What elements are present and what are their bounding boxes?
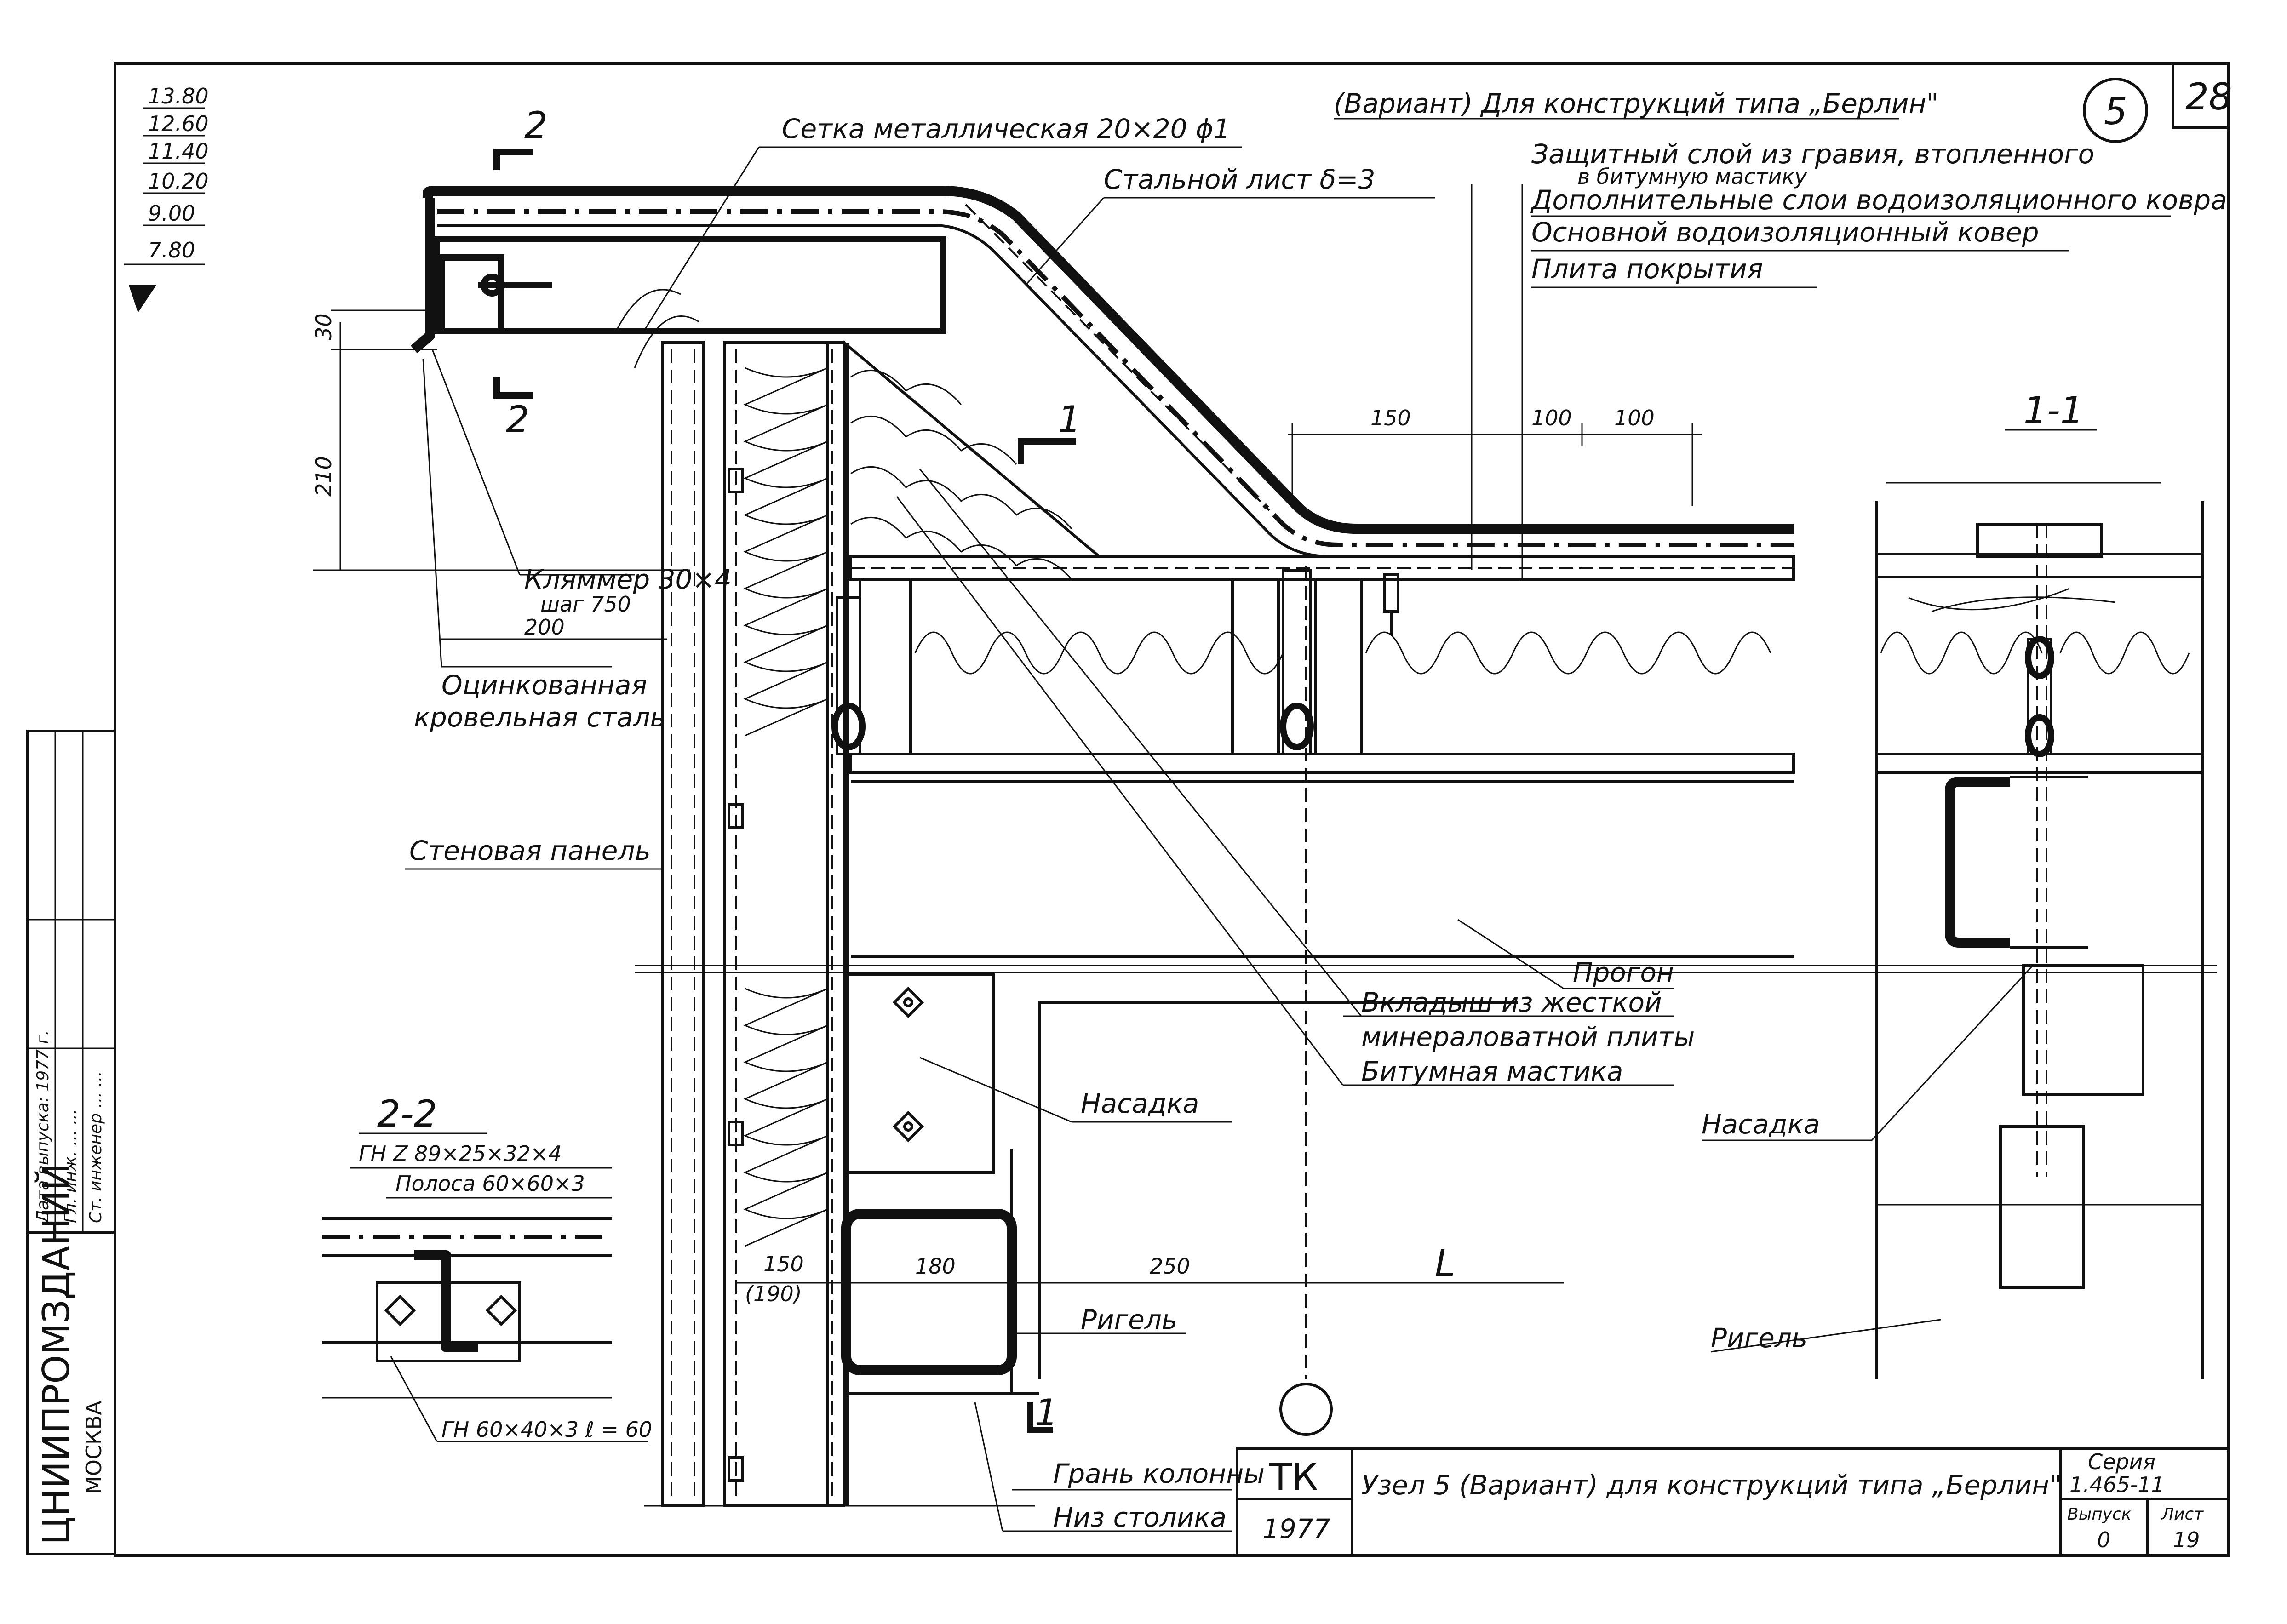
label-insert-2: минераловатной плиты [1361,1021,1695,1052]
label-steel-sheet: Стальной лист δ=3 [1104,164,1375,195]
dim-30: 30 [311,313,336,340]
label-cap-main: Насадка [1081,1088,1199,1119]
title-block: ТК 1977 Узел 5 (Вариант) для конструкций… [1236,1447,2230,1557]
dim-100-a: 100 [1531,406,1572,430]
section-1-mark-bottom: 1 [1027,1391,1058,1434]
stamp-row-2: Ст. инженер ... ... [86,1071,105,1223]
elevation-6: 7.80 [148,238,195,263]
label-gn-z: ГН Z 89×25×32×4 [359,1141,562,1166]
label-gn-60: ГН 60×40×3 ℓ = 60 [441,1417,652,1442]
dim-200: 200 [524,615,565,640]
tb-issue-label: Выпуск [2067,1505,2132,1524]
label-wall-panel: Стеновая панель [409,835,651,866]
section-2-bottom-label: 2 [506,398,529,441]
label-clamp: Кляммер 30×4 [524,564,732,595]
elevation-triangle-icon [129,285,156,313]
tb-sheet: 19 [2173,1527,2200,1552]
dim-150-top: 150 [1370,406,1411,430]
section-1-1-seal [2025,636,2054,757]
node-number-marker: 5 [2083,78,2148,143]
tb-issue: 0 [2097,1527,2110,1552]
bolt-icon [478,274,552,297]
elevation-1: 13.80 [148,84,209,109]
label-galvanized-1: Оцинкованная [441,669,647,701]
dim-180: 180 [915,1254,956,1279]
girder-rhs [841,1209,1017,1375]
dim-100-b: 100 [1614,406,1655,430]
section-2-2-title: 2-2 [377,1092,437,1135]
section-1-1: 1-1 Насадка Ригель [1702,389,2204,1379]
side-stamp: Гл. инж. ... ... Ст. инженер ... ... Дат… [26,730,116,1555]
section-1-bottom-label: 1 [1035,1391,1058,1434]
elevation-3: 11.40 [148,139,209,164]
label-column-face: Грань колонны [1053,1458,1265,1489]
section-1-mark-top: 1 [1018,398,1081,464]
stamp-row-3: Дата выпуска: 1977 г. [34,1030,52,1224]
node-number: 5 [2104,90,2127,133]
layer-2: Дополнительные слои водоизоляционного ко… [1530,184,2227,216]
label-purlin: Прогон [1573,957,1674,988]
label-strip: Полоса 60×60×3 [395,1171,585,1196]
section-2-mark-bottom: 2 [493,377,533,441]
dim-L: L [1435,1242,1456,1285]
tb-series: 1.465-11 [2069,1472,2165,1497]
tb-title: Узел 5 (Вариант) для конструкций типа „Б… [1361,1470,2062,1501]
stamp-org: ЦНИИПРОМЗДАНИЙ [34,1163,78,1545]
tb-sheet-label: Лист [2161,1505,2204,1524]
layer-1b: в битумную мастику [1577,164,1807,189]
elevation-5: 9.00 [148,201,195,226]
label-cap-section: Насадка [1702,1109,1820,1140]
layer-4: Плита покрытия [1531,253,1763,285]
section-2-2: 2-2 ГН Z 89×25×32×4 Полоса 60×60×3 ГН 60… [322,1092,652,1442]
dim-190: (190) [745,1281,802,1306]
dim-210: 210 [311,456,336,497]
variant-header: (Вариант) Для конструкций типа „Берлин" [1334,88,1938,119]
main-node-drawing: 30 210 2 2 Сетка металлическая 20×20 ϕ1 … [311,104,2217,1533]
label-mastic: Битумная мастика [1361,1056,1623,1087]
layer-1: Защитный слой из гравия, втопленного [1531,138,2094,170]
label-mesh: Сетка металлическая 20×20 ϕ1 [782,113,1230,144]
elevation-list: 13.80 12.60 11.40 10.20 9.00 7.80 [124,84,209,313]
axis-marker [1279,1383,1333,1436]
section-2-top-label: 2 [524,104,548,147]
layer-3: Основной водоизоляционный ковер [1531,217,2039,248]
seal-bead-mid [1280,569,1314,755]
section-2-mark-top: 2 [493,104,548,170]
elevation-4: 10.20 [148,169,209,194]
dim-250: 250 [1150,1254,1190,1279]
label-girder-main: Ригель [1081,1304,1177,1335]
elevation-2: 12.60 [148,111,209,136]
purlin-channel [1945,777,2010,948]
label-girder-section: Ригель [1711,1322,1807,1354]
layer-callouts: Защитный слой из гравия, втопленного в б… [1471,138,2227,579]
stamp-city: МОСКВА [81,1401,106,1494]
section-1-top-label: 1 [1058,398,1081,441]
sheet-number: 28 [2185,75,2232,118]
tb-tk: ТК [1269,1456,1318,1498]
section-1-1-title: 1-1 [2023,389,2084,432]
label-galvanized-2: кровельная сталь [414,702,666,733]
seal-bead-left [831,596,866,755]
label-table-bottom: Низ столика [1053,1502,1227,1533]
dim-150-left: 150 [763,1252,804,1276]
label-clamp-step: шаг 750 [540,592,631,617]
stamp-row-1: Гл. инж. ... ... [61,1109,80,1223]
tb-series-label: Серия [2088,1449,2155,1474]
tb-year: 1977 [1262,1513,1330,1544]
cap-bolt-icon [892,986,924,1143]
